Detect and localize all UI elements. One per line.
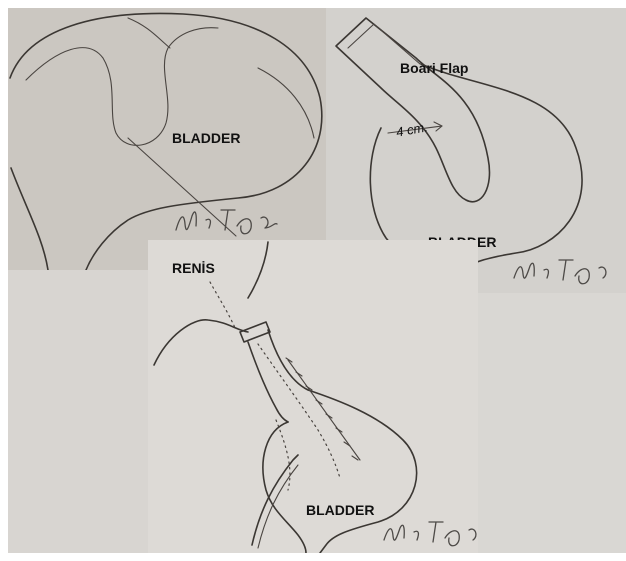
bladder-label: BLADDER (306, 502, 374, 518)
renis-label: RENİS (172, 260, 215, 276)
bladder-sketch-top-left (8, 8, 326, 270)
panel-top-left: BLADDER (8, 8, 326, 270)
panel-filler-left (8, 270, 148, 553)
panel-filler-right (478, 293, 626, 553)
bladder-label: BLADDER (172, 130, 240, 146)
panel-bottom: RENİS BLADDER (148, 240, 478, 553)
boari-flap-label: Boari Flap (400, 60, 468, 76)
